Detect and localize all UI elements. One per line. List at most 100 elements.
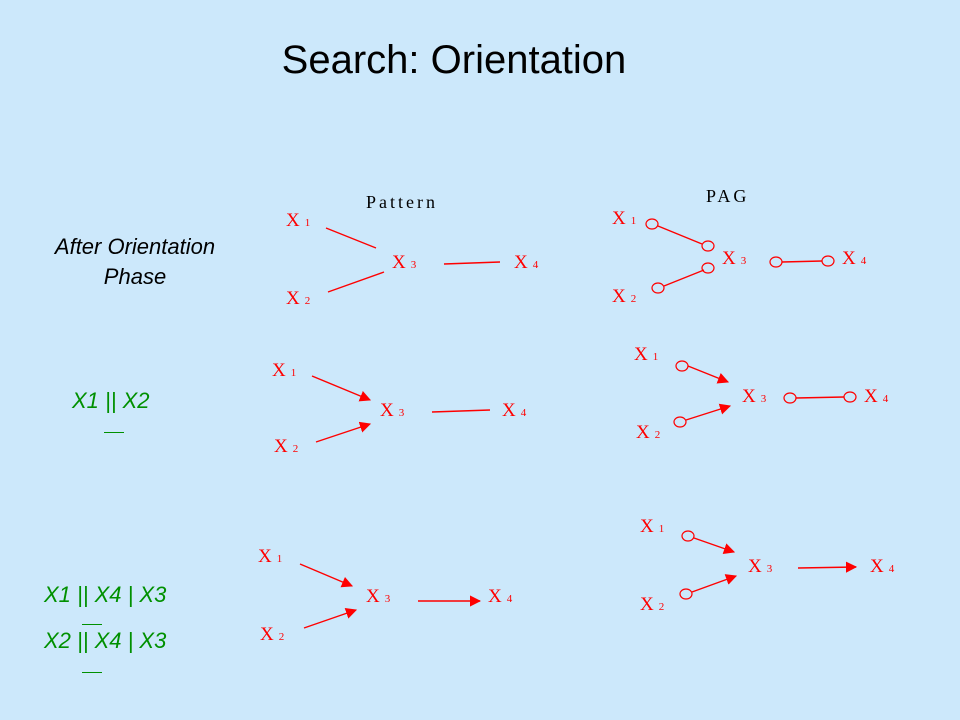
- svg-text:X4: X4: [864, 386, 889, 407]
- row-label-after-orientation: After Orientation Phase: [20, 232, 250, 292]
- node-index: 1: [659, 523, 665, 535]
- edge-x2-x3: [327, 271, 385, 293]
- row-label-x1-indep-x2: X1 || X2: [72, 388, 150, 413]
- node-index: 4: [889, 563, 895, 575]
- node-letter: X: [742, 386, 756, 407]
- circle-endpoint: [673, 416, 687, 428]
- node-letter: X: [502, 400, 516, 421]
- row-label-line: Phase: [103, 264, 167, 289]
- circle-endpoint: [645, 218, 659, 230]
- node-index: 1: [653, 351, 659, 363]
- node-index: 4: [533, 259, 539, 271]
- svg-text:X4: X4: [514, 252, 539, 273]
- pag-header: PAG: [706, 186, 749, 206]
- independence-underline: [104, 432, 124, 433]
- node-letter: X: [870, 556, 884, 577]
- svg-text:X1: X1: [612, 208, 636, 229]
- node-letter: X: [260, 624, 274, 645]
- node-letter: X: [286, 210, 300, 231]
- svg-text:X2: X2: [612, 286, 636, 307]
- circle-endpoint: [681, 530, 695, 542]
- edge-x2-to-x3: [303, 608, 358, 629]
- edge-x1-x3: [325, 227, 377, 249]
- independence-underline: [82, 624, 102, 625]
- svg-text:X2: X2: [274, 436, 298, 457]
- row-label-line: After Orientation: [54, 234, 216, 259]
- circle-endpoint: [675, 360, 689, 372]
- edge-x3-x4: [431, 409, 491, 413]
- edge-x3-x4: [781, 260, 823, 263]
- node-letter: X: [392, 252, 406, 273]
- svg-text:X2: X2: [636, 422, 660, 443]
- node-index: 3: [399, 407, 405, 419]
- svg-text:X4: X4: [842, 248, 867, 269]
- circle-endpoint: [783, 392, 797, 404]
- node-index: 2: [279, 631, 285, 643]
- node-index: 2: [659, 601, 665, 613]
- edge-x1-to-x3: [311, 375, 372, 402]
- node-index: 4: [521, 407, 527, 419]
- svg-text:X1: X1: [640, 516, 664, 537]
- circle-endpoint: [701, 240, 715, 252]
- node-index: 2: [631, 293, 637, 305]
- circle-endpoint: [821, 255, 835, 267]
- node-letter: X: [636, 422, 650, 443]
- node-letter: X: [864, 386, 878, 407]
- node-letter: X: [488, 586, 502, 607]
- circle-endpoint: [843, 391, 857, 403]
- svg-text:X4: X4: [488, 586, 513, 607]
- edge-x2-to-x3: [691, 574, 738, 593]
- node-index: 2: [655, 429, 661, 441]
- node-letter: X: [634, 344, 648, 365]
- node-index: 3: [761, 393, 767, 405]
- node-index: 3: [741, 255, 747, 267]
- independence-underline: [82, 672, 102, 673]
- svg-text:X4: X4: [870, 556, 895, 577]
- svg-text:X3: X3: [380, 400, 405, 421]
- edge-x3-to-x4: [797, 561, 858, 573]
- node-index: 4: [861, 255, 867, 267]
- edge-x1-to-x3: [687, 365, 730, 384]
- node-letter: X: [640, 594, 654, 615]
- edge-x3-x4: [795, 396, 845, 399]
- edge-x1-to-x3: [693, 537, 736, 554]
- svg-text:X3: X3: [742, 386, 767, 407]
- svg-text:X1: X1: [258, 546, 282, 567]
- node-index: 2: [293, 443, 299, 455]
- node-letter: X: [258, 546, 272, 567]
- node-index: 1: [305, 217, 311, 229]
- pattern-header: Pattern: [366, 192, 438, 212]
- node-letter: X: [514, 252, 528, 273]
- svg-text:X3: X3: [392, 252, 417, 273]
- circle-endpoint: [701, 262, 715, 274]
- node-index: 1: [631, 215, 637, 227]
- edge-x1-x3: [657, 225, 703, 245]
- node-index: 1: [291, 367, 297, 379]
- circle-endpoint: [651, 282, 665, 294]
